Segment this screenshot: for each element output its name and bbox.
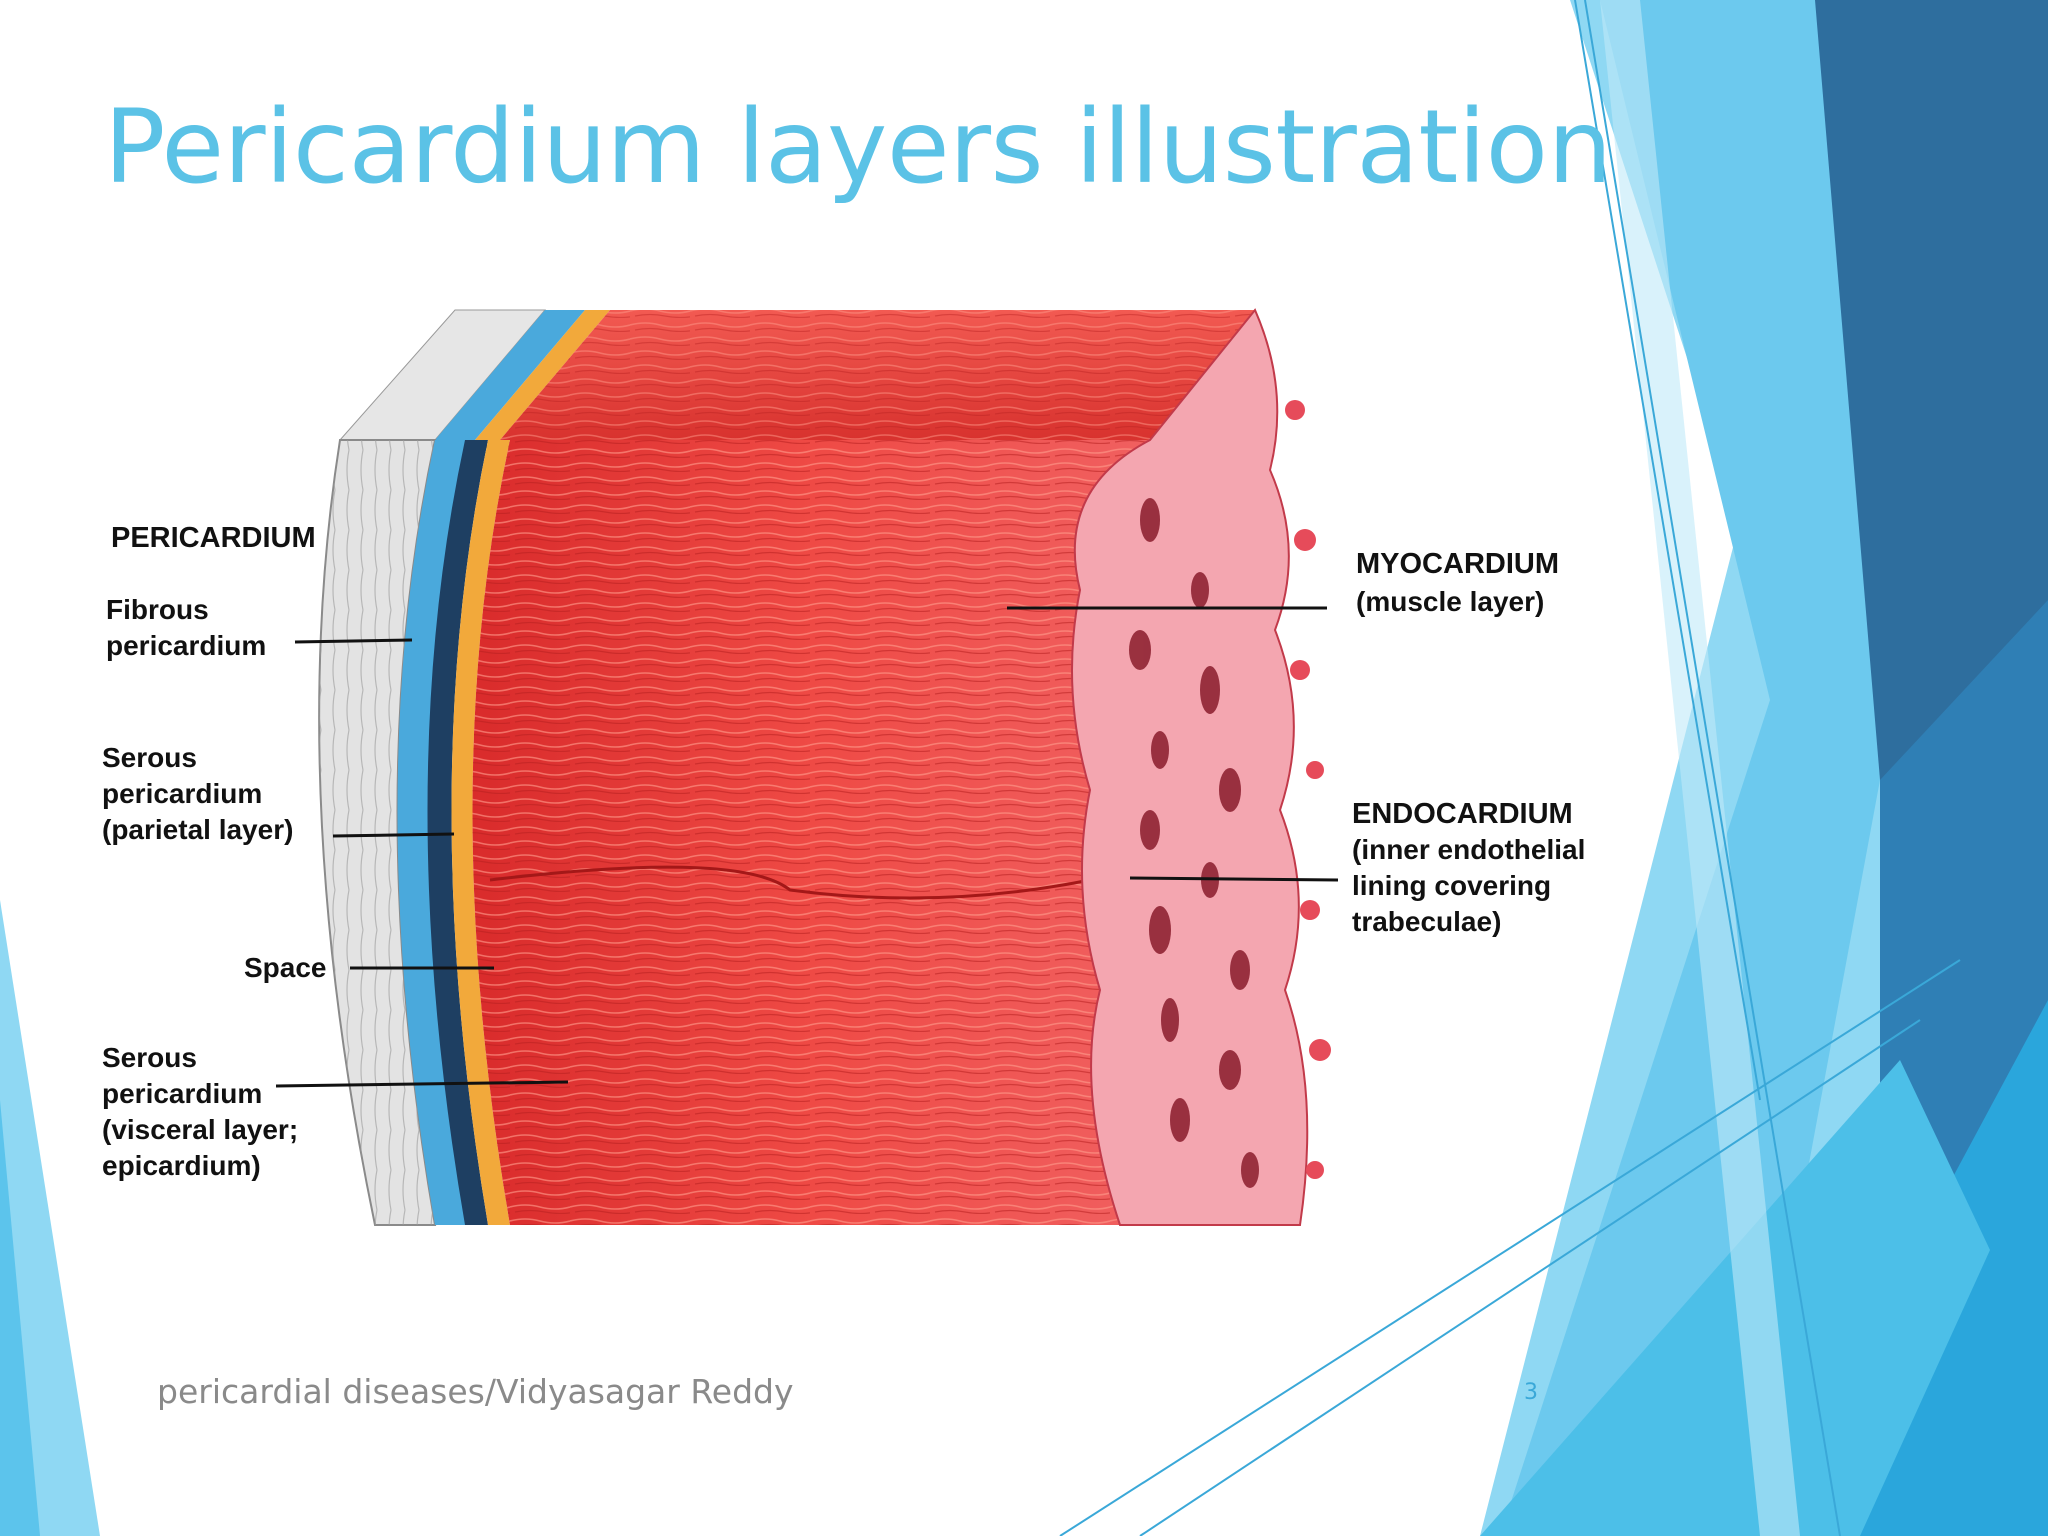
leader-lines: [275, 606, 1339, 1088]
label-fibrous-line1: Fibrous: [106, 594, 209, 625]
trabeculae-holes: [1129, 498, 1259, 1188]
label-visceral-line1: Serous: [102, 1042, 197, 1073]
label-endocardium-line3: lining covering: [1352, 870, 1552, 901]
endocardium-layer: [1071, 308, 1309, 1226]
slide-title: Pericardium layers illustration: [104, 88, 1612, 207]
label-visceral-line4: epicardium): [102, 1150, 261, 1181]
label-space: Space: [244, 952, 327, 983]
label-endocardium-line4: trabeculae): [1352, 906, 1502, 937]
epicardium-layer: [451, 440, 510, 1225]
label-visceral-line2: pericardium: [102, 1078, 263, 1109]
parietal-top-face: [435, 310, 585, 440]
space-layer: [427, 440, 488, 1225]
pericardium-illustration: [275, 308, 1339, 1226]
label-myocardium-line1: MYOCARDIUM: [1356, 548, 1559, 580]
epicardium-top-face: [475, 310, 610, 440]
trabeculae-nubs: [1285, 400, 1331, 1179]
label-myocardium-line2: (muscle layer): [1356, 586, 1545, 617]
label-parietal-line3: (parietal layer): [102, 814, 294, 845]
pericardium-heading: PERICARDIUM: [111, 522, 316, 554]
label-endocardium-line2: (inner endothelial: [1352, 834, 1586, 865]
label-parietal-line2: pericardium: [102, 778, 263, 809]
slide-page-number: 3: [1524, 1380, 1538, 1405]
label-visceral-line3: (visceral layer;: [102, 1114, 299, 1145]
slide-footer: pericardial diseases/Vidyasagar Reddy: [157, 1372, 794, 1411]
label-parietal-line1: Serous: [102, 742, 197, 773]
label-endocardium-line1: ENDOCARDIUM: [1352, 798, 1573, 830]
label-fibrous-line2: pericardium: [106, 630, 267, 661]
